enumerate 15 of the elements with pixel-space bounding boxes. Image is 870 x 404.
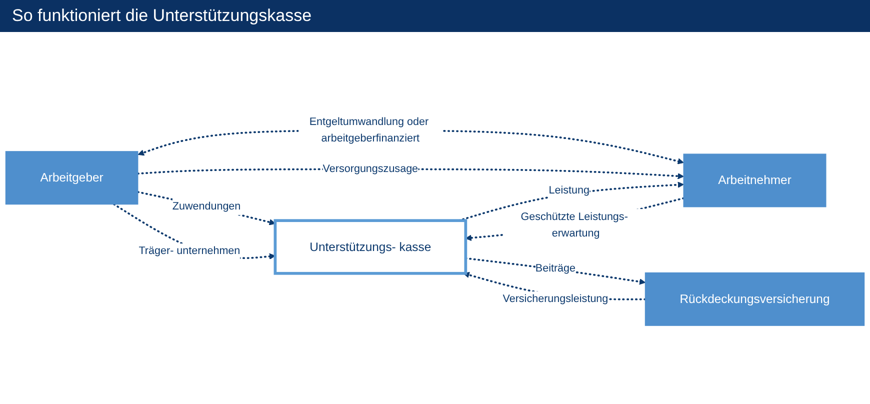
arrow — [136, 191, 276, 226]
node-box: Arbeitnehmer — [683, 154, 826, 208]
edge-label: Zuwendungen — [172, 200, 241, 212]
node-box: Arbeitgeber — [5, 151, 138, 205]
edge-label: Träger- unternehmen — [138, 244, 240, 258]
node-box: Unterstützungs- kasse — [274, 219, 468, 275]
edge-label: Leistung — [548, 184, 590, 196]
node-box: Rückdeckungsversicherung — [644, 272, 865, 326]
diagram-title: So funktioniert die Unterstützungskasse — [0, 0, 870, 32]
edge-label: Entgeltumwandlung oder arbeitgeberfinanziert — [309, 116, 429, 144]
edge-label: Beiträge — [535, 262, 576, 274]
edge-label: Geschützte Leistungs- erwartung — [520, 210, 628, 239]
edge-label: Versorgungszusage — [322, 162, 418, 175]
arrow — [113, 203, 276, 260]
edge-label: Versicherungsleistung — [502, 292, 608, 305]
